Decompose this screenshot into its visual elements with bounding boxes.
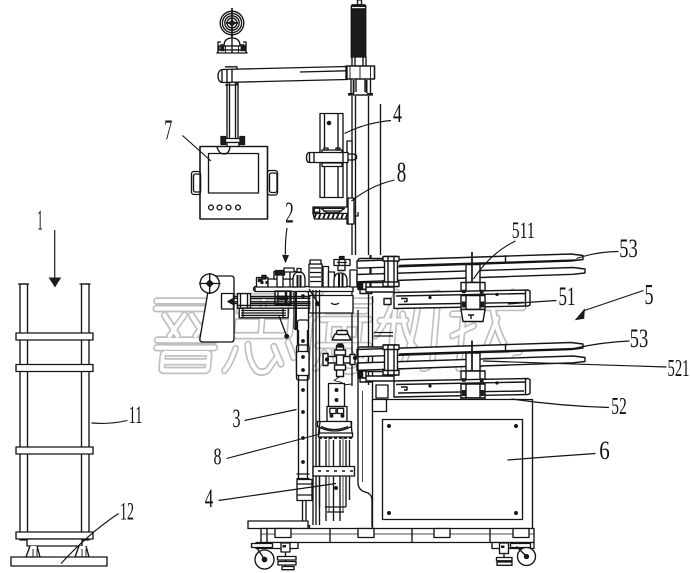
svg-text:8: 8 xyxy=(397,158,407,189)
svg-text:3: 3 xyxy=(233,404,241,433)
svg-text:53: 53 xyxy=(619,234,638,263)
svg-text:7: 7 xyxy=(164,115,172,147)
svg-text:511: 511 xyxy=(512,218,535,243)
svg-text:5: 5 xyxy=(645,280,654,311)
svg-text:2: 2 xyxy=(285,195,294,230)
svg-text:11: 11 xyxy=(129,402,143,429)
svg-text:4: 4 xyxy=(205,484,214,513)
svg-text:1: 1 xyxy=(37,206,43,237)
svg-text:53: 53 xyxy=(630,324,649,353)
svg-text:8: 8 xyxy=(214,445,222,471)
svg-text:521: 521 xyxy=(668,356,690,382)
svg-text:51: 51 xyxy=(559,282,576,311)
svg-text:4: 4 xyxy=(393,99,402,128)
svg-text:6: 6 xyxy=(599,436,610,465)
svg-text:52: 52 xyxy=(611,394,627,420)
svg-text:12: 12 xyxy=(120,499,134,526)
